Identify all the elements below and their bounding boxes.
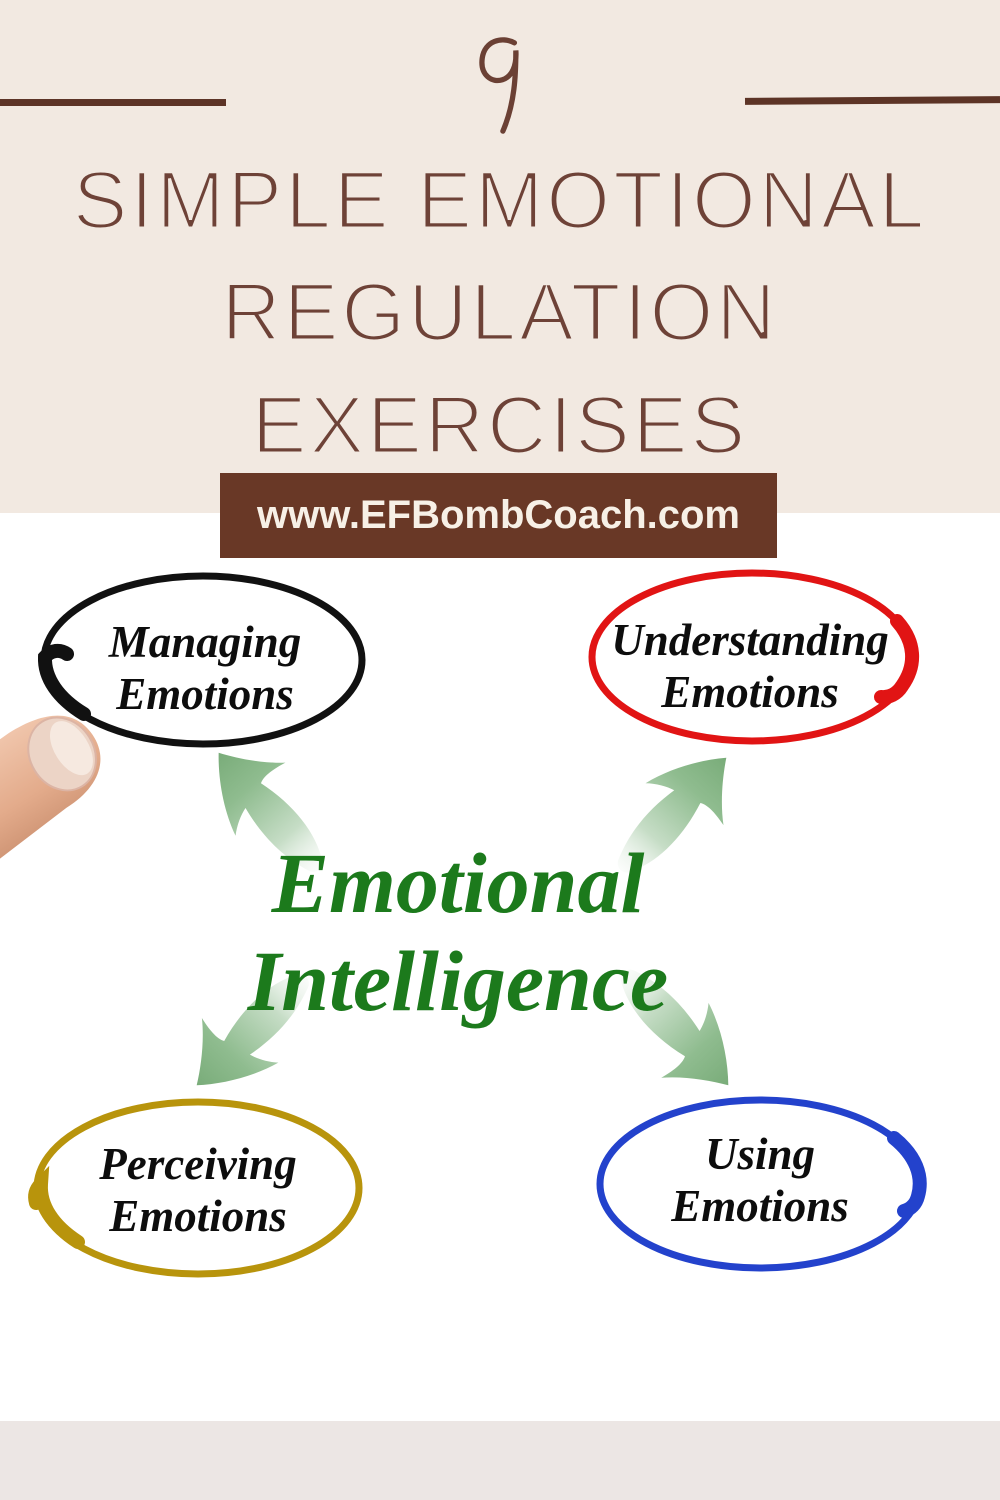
title-line-3: EXERCISES [250, 380, 749, 471]
understanding-emotions-label: Understanding Emotions [580, 614, 920, 718]
using-emotions-label: Using Emotions [590, 1128, 930, 1232]
managing-emotions-label: Managing Emotions [35, 616, 375, 720]
left-divider-line [0, 99, 226, 106]
perceiving-oval-pen-stroke [28, 1165, 85, 1249]
using-label-line2: Emotions [671, 1181, 849, 1231]
managing-label-line2: Emotions [116, 669, 294, 719]
managing-emotions-oval [37, 572, 366, 748]
using-oval-pen-stroke [887, 1131, 927, 1218]
website-banner: www.EFBombCoach.com [220, 473, 777, 558]
pointing-finger-image [0, 715, 101, 963]
managing-label-line1: Managing [108, 617, 302, 667]
footer-strip [0, 1421, 1000, 1500]
using-emotions-oval [596, 1096, 927, 1272]
using-label-line1: Using [704, 1129, 816, 1179]
header-section: 9 SIMPLE EMOTIONAL REGULATION EXERCISES … [0, 0, 1000, 558]
emotional-intelligence-title: Emotional Intelligence [100, 834, 816, 1030]
managing-oval-pen-stroke [37, 643, 91, 721]
perceiving-label-line1: Perceiving [99, 1139, 297, 1189]
website-url: www.EFBombCoach.com [256, 493, 740, 537]
perceiving-emotions-label: Perceiving Emotions [28, 1138, 368, 1242]
title-line-2: REGULATION [220, 267, 779, 358]
understanding-label-line2: Emotions [661, 667, 839, 717]
understanding-label-line1: Understanding [611, 615, 889, 665]
title-line-1: SIMPLE EMOTIONAL [71, 155, 928, 246]
center-title-line2: Intelligence [247, 933, 669, 1029]
understanding-oval-pen-stroke [874, 614, 920, 705]
perceiving-emotions-oval [28, 1098, 363, 1278]
center-title-line1: Emotional [271, 835, 645, 931]
perceiving-label-line2: Emotions [109, 1191, 287, 1241]
number-nine-glyph [479, 37, 519, 134]
understanding-emotions-oval [588, 569, 920, 745]
